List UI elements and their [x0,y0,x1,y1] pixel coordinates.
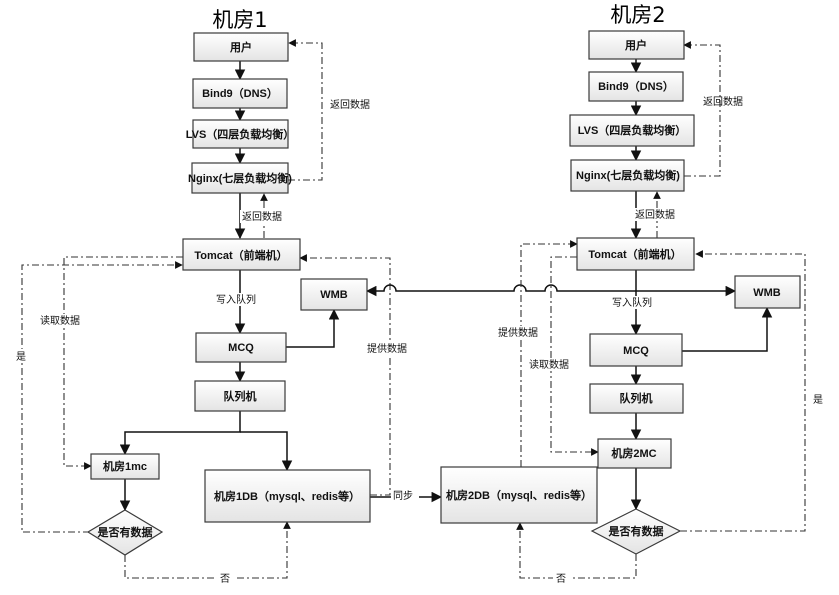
r2-return-mid-label: 返回数据 [635,208,675,221]
r2-lvs-label: LVS（四层负载均衡） [578,123,687,137]
edge-r1-yes [21,261,183,533]
r1-read-data-label: 读取数据 [40,314,80,327]
edge-r1-queue-db [240,431,293,472]
edge-r2-return-top [683,41,721,177]
r2-nginx-label: Nginx(七层负载均衡) [576,168,680,182]
r1-lvs-label: LVS（四层负载均衡） [186,127,295,141]
r2-mcq-node: MCQ [589,333,683,367]
r2-mcq-label: MCQ [623,345,649,357]
edge-r1-queue-mc [119,411,241,456]
r1-bind-node: Bind9（DNS） [192,78,288,109]
r1-decision-label: 是否有数据 [97,525,153,539]
r1-wmb-label: WMB [320,289,348,301]
r2-user-label: 用户 [625,38,647,52]
edge-r2-no [516,522,637,579]
r2-tomcat-node: Tomcat（前端机） [576,237,695,271]
r1-bind-label: Bind9（DNS） [202,87,278,100]
r2-write-queue-label: 写入队列 [612,296,652,309]
r1-return-top-label: 返回数据 [330,98,370,111]
edge-labels: 返回数据 返回数据 写入队列 读取数据 是 提供数据 否 同步 返回数据 返回数… [14,95,827,585]
r2-mc-node: 机房2MC [597,438,672,469]
r2-lvs-node: LVS（四层负载均衡） [569,114,695,147]
r1-mc-label: 机房1mc [103,459,147,473]
edge-r1-no [124,521,291,579]
r1-db-label: 机房1DB（mysql、redis等） [214,489,360,503]
r1-queue-node: 队列机 [194,380,286,412]
r1-db-node: 机房1DB（mysql、redis等） [204,469,371,523]
edge-r1-provide [299,254,391,496]
r2-nginx-node: Nginx(七层负载均衡) [570,159,685,192]
edge-r1-read-data [63,256,183,470]
r1-lvs-node: LVS（四层负载均衡） [186,119,295,149]
r1-no-label: 否 [220,573,230,585]
r2-provide-label: 提供数据 [498,326,538,339]
r2-queue-node: 队列机 [589,383,684,414]
edge-wmb-wmb [365,284,737,297]
r2-decision-label: 是否有数据 [608,524,664,538]
r2-db-label: 机房2DB（mysql、redis等） [446,488,592,502]
r1-tomcat-node: Tomcat（前端机） [182,238,301,271]
r2-bind-node: Bind9（DNS） [588,71,684,102]
r2-mc-label: 机房2MC [611,446,656,460]
r2-read-data-label: 读取数据 [529,358,569,371]
sync-label: 同步 [393,490,413,502]
room2-edges [516,41,806,579]
r2-bind-label: Bind9（DNS） [598,80,674,93]
r2-queue-label: 队列机 [620,391,653,405]
room2-title: 机房2 [610,3,665,27]
r1-nginx-node: Nginx(七层负载均衡) [188,162,292,194]
room1-edges [21,39,391,579]
edge-r1-mcq-wmb [286,308,340,348]
r1-mc-node: 机房1mc [90,453,160,480]
edge-r2-mcq-wmb [682,306,773,352]
r1-queue-label: 队列机 [224,389,257,403]
r1-yes-label: 是 [16,351,26,363]
r1-user-node: 用户 [193,32,289,62]
r2-db-node: 机房2DB（mysql、redis等） [440,466,598,524]
r2-yes-label: 是 [813,394,823,406]
r1-wmb-node: WMB [300,278,368,311]
r1-mcq-node: MCQ [195,332,287,363]
r1-provide-label: 提供数据 [367,342,407,355]
r2-decision-node: 是否有数据 [590,508,682,555]
room2-nodes: 用户 Bind9（DNS） LVS（四层负载均衡） Nginx(七层负载均衡) … [440,30,801,555]
r1-tomcat-label: Tomcat（前端机） [194,248,287,262]
edge-r2-provide [520,240,578,467]
r2-tomcat-label: Tomcat（前端机） [588,247,681,261]
r1-return-mid-label: 返回数据 [242,210,282,223]
r2-wmb-label: WMB [753,287,781,299]
edge-r2-yes [680,250,806,532]
r1-user-label: 用户 [230,40,252,54]
edge-r1-return-top [288,39,323,181]
r2-return-top-label: 返回数据 [703,95,743,108]
r2-wmb-node: WMB [734,275,801,309]
r2-user-node: 用户 [588,30,685,60]
r1-nginx-label: Nginx(七层负载均衡) [188,171,292,185]
room1-title: 机房1 [212,8,267,32]
r1-write-queue-label: 写入队列 [216,293,256,306]
r1-mcq-label: MCQ [228,342,254,354]
r1-decision-node: 是否有数据 [86,509,164,556]
room1-nodes: 用户 Bind9（DNS） LVS（四层负载均衡） Nginx(七层负载均衡) … [86,32,371,556]
r2-no-label: 否 [556,573,566,585]
edge-r2-read-data [550,256,599,456]
